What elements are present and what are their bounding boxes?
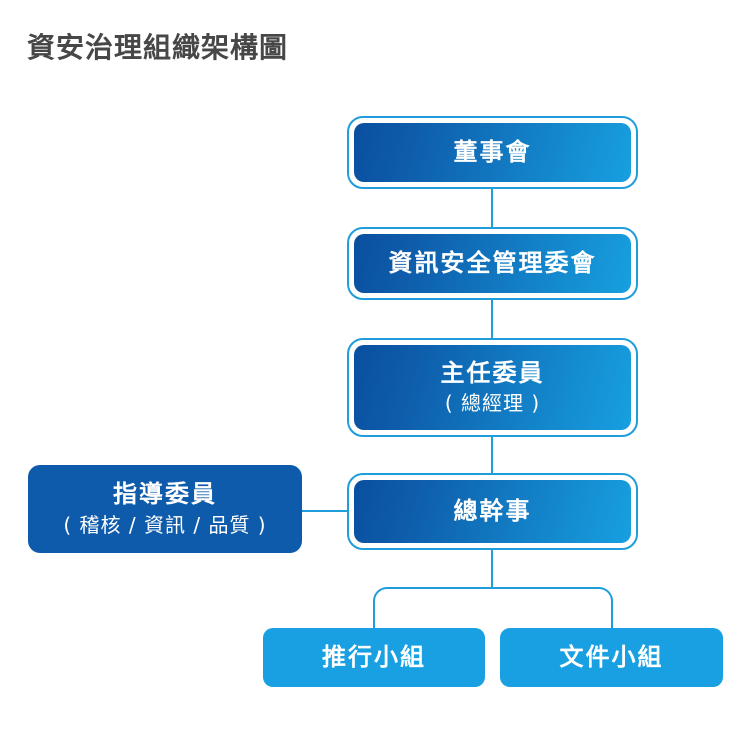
connector-chief-to-secretary	[491, 436, 493, 474]
node-chief-commissioner: 主任委員 ( 總經理 )	[347, 338, 638, 437]
connector-steering-to-secretary	[301, 510, 347, 512]
node-implementation-team-label: 推行小組	[322, 642, 426, 671]
node-isms-committee-fill: 資訊安全管理委會	[354, 234, 631, 293]
node-secretary-general: 總幹事	[347, 473, 638, 550]
node-documentation-team: 文件小組	[500, 628, 723, 687]
node-chief-commissioner-label: 主任委員	[440, 358, 545, 387]
node-implementation-team: 推行小組	[263, 628, 485, 687]
node-isms-committee: 資訊安全管理委會	[347, 227, 638, 300]
connector-secretary-to-bracket	[491, 549, 493, 589]
page-title: 資安治理組織架構圖	[27, 31, 289, 64]
node-steering-committee-sublabel: ( 稽核 / 資訊 / 品質 )	[63, 512, 267, 537]
node-secretary-general-label: 總幹事	[453, 496, 532, 525]
node-chief-commissioner-fill: 主任委員 ( 總經理 )	[354, 345, 631, 430]
node-secretary-general-fill: 總幹事	[354, 480, 631, 543]
node-steering-committee: 指導委員 ( 稽核 / 資訊 / 品質 )	[28, 465, 302, 553]
connector-bracket-to-teams	[373, 587, 613, 628]
node-board-label: 董事會	[453, 137, 532, 166]
connector-committee-to-chief	[491, 299, 493, 338]
connector-board-to-committee	[491, 189, 493, 228]
node-chief-commissioner-sublabel: ( 總經理 )	[444, 391, 541, 416]
node-documentation-team-label: 文件小組	[559, 642, 664, 671]
node-board-fill: 董事會	[354, 123, 631, 182]
node-isms-committee-label: 資訊安全管理委會	[388, 248, 597, 277]
node-steering-committee-label: 指導委員	[113, 480, 217, 509]
node-board: 董事會	[347, 116, 638, 189]
